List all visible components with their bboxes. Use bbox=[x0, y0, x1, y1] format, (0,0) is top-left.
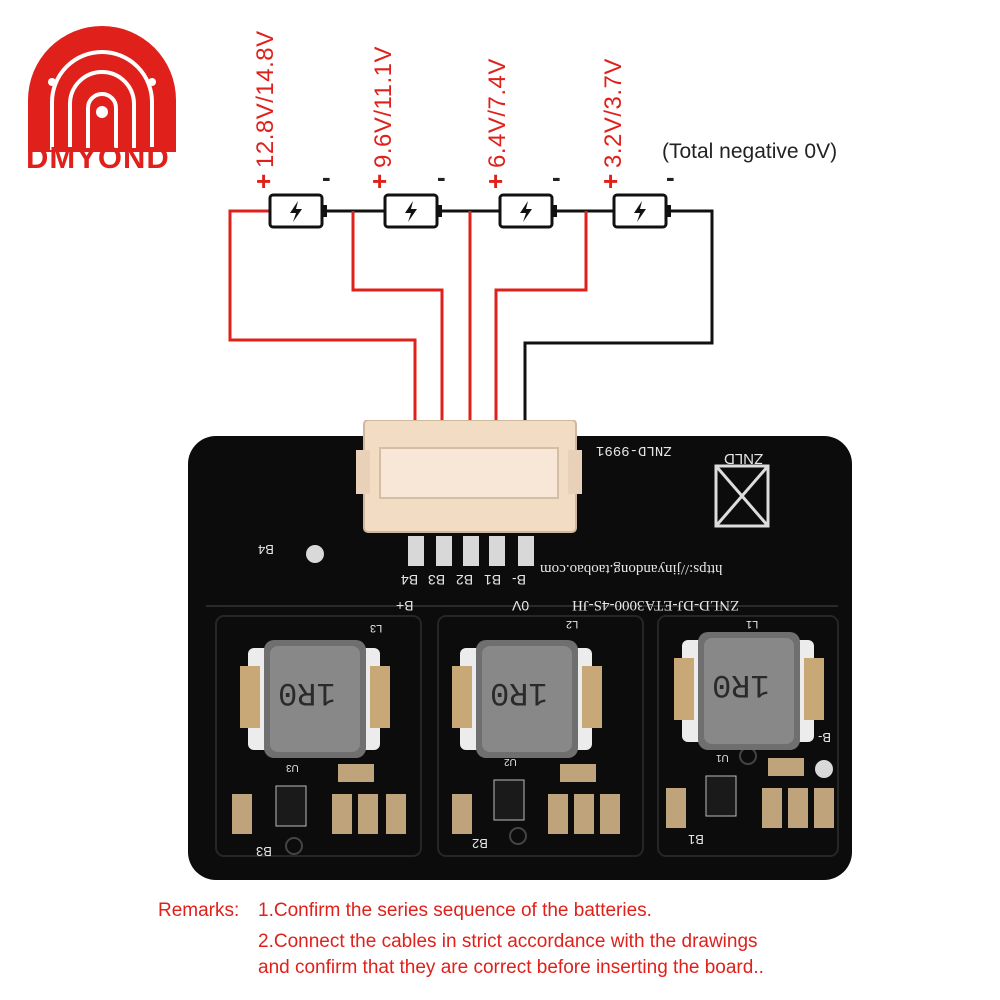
minus-sign: - bbox=[666, 162, 675, 192]
pin-label-b3: B3 bbox=[428, 572, 446, 588]
inductor-label-l3: L3 bbox=[370, 622, 383, 634]
remark-line-2: 2.Connect the cables in strict accordanc… bbox=[258, 931, 758, 952]
minus-sign: - bbox=[552, 162, 561, 192]
corner-label-b3: B3 bbox=[256, 844, 272, 859]
inductor-marking: 1R0 bbox=[712, 666, 770, 703]
pcb-silk-url: https://jinyandong.taobao.com bbox=[540, 561, 723, 577]
corner-label-b1: B1 bbox=[688, 832, 704, 847]
brand-name: DMYOND bbox=[26, 140, 170, 175]
remark-line-3: and confirm that they are correct before… bbox=[258, 957, 764, 978]
connector-pins bbox=[408, 536, 534, 566]
side-label-bminus: B- bbox=[818, 730, 831, 745]
inductor-marking: 1R0 bbox=[278, 674, 336, 711]
chip-label-u3: U3 bbox=[286, 762, 299, 773]
jst-connector bbox=[356, 419, 582, 542]
remark-line-1: 1.Confirm the series sequence of the bat… bbox=[258, 900, 652, 921]
inductor-label-l2: L2 bbox=[566, 618, 579, 630]
chip-label-u1: U1 bbox=[716, 752, 729, 763]
chip-label-u2: U2 bbox=[504, 756, 517, 767]
corner-label-b2: B2 bbox=[472, 836, 488, 851]
pin-label-bminus: B- bbox=[512, 572, 526, 588]
logo-arch-icon bbox=[28, 26, 176, 152]
plus-sign: + bbox=[488, 166, 504, 196]
brand-logo bbox=[22, 20, 182, 180]
battery-icon bbox=[268, 193, 328, 234]
pcb-silk-logo: ZNLD bbox=[724, 450, 764, 467]
minus-sign: - bbox=[437, 162, 446, 192]
remarks-prefix: Remarks: bbox=[158, 900, 240, 921]
pcb-silk-top: ZNLD-9991 bbox=[596, 442, 672, 458]
inductor-label-l1: L1 bbox=[746, 618, 759, 630]
pin-group-bplus: B+ bbox=[396, 598, 414, 614]
pin-group-0v: 0V bbox=[512, 598, 530, 614]
pcb-silk-model: ZNLD-DJ-ETA3000-4S-JH bbox=[572, 597, 740, 613]
pin-label-b1: B1 bbox=[484, 572, 502, 588]
plus-sign: + bbox=[256, 166, 272, 196]
pcb-board bbox=[188, 436, 852, 880]
battery-icon bbox=[612, 193, 672, 234]
total-negative-note: (Total negative 0V) bbox=[662, 140, 838, 163]
battery-icon bbox=[383, 193, 443, 234]
inductor-marking: 1R0 bbox=[490, 674, 548, 711]
side-label-b4: B4 bbox=[258, 542, 274, 557]
minus-sign: - bbox=[322, 162, 331, 192]
pin-label-b2: B2 bbox=[456, 572, 474, 588]
plus-sign: + bbox=[372, 166, 388, 196]
plus-sign: + bbox=[603, 166, 619, 196]
pin-label-b4: B4 bbox=[401, 572, 419, 588]
battery-icon bbox=[498, 193, 558, 234]
